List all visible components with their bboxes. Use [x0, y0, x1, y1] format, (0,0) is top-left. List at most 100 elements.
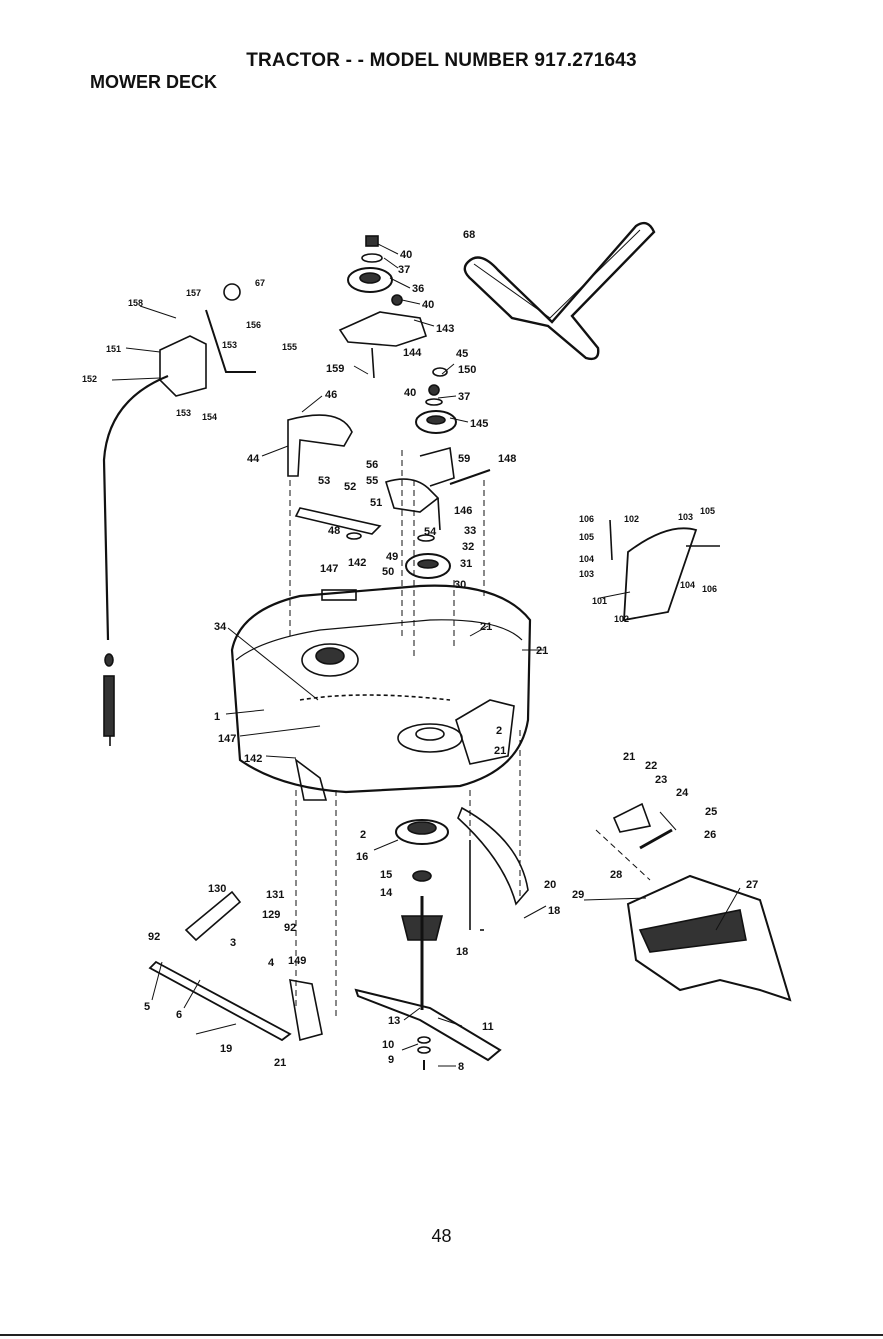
lift-link-6 [148, 960, 292, 1042]
pulley-31 [405, 553, 451, 579]
callout-67: 67 [255, 278, 265, 288]
callout-106: 106 [579, 514, 594, 524]
callout-34: 34 [214, 621, 227, 633]
callout-36: 36 [412, 283, 424, 295]
callout-104: 104 [579, 554, 594, 564]
spring-cable [103, 675, 115, 737]
page-number: 48 [431, 1226, 452, 1246]
callout-130: 130 [208, 883, 226, 895]
callout-26: 26 [704, 829, 716, 841]
callout-59: 59 [458, 453, 470, 465]
belt-68 [463, 221, 656, 361]
callout-37: 37 [398, 264, 410, 276]
callout-37: 37 [458, 391, 470, 403]
section-title: MOWER DECK [90, 72, 217, 92]
callout-153: 153 [176, 408, 191, 418]
callout-144: 144 [403, 347, 422, 359]
callout-18: 18 [456, 946, 468, 958]
callout-105: 105 [700, 506, 715, 516]
callout-159: 159 [326, 363, 344, 375]
cable-152 [102, 374, 169, 641]
callout-48: 48 [328, 525, 340, 537]
callout-103: 103 [579, 569, 594, 579]
callout-29: 29 [572, 889, 584, 901]
callout-4: 4 [268, 957, 275, 969]
callout-2: 2 [496, 725, 502, 737]
callout-157: 157 [186, 288, 201, 298]
callout-22: 22 [645, 760, 657, 772]
callout-23: 23 [655, 774, 667, 786]
callout-52: 52 [344, 481, 356, 493]
callout-10: 10 [382, 1039, 394, 1051]
mower-deck-1 [230, 584, 532, 794]
callout-27: 27 [746, 879, 758, 891]
callout-8: 8 [458, 1061, 464, 1073]
callout-13: 13 [388, 1015, 400, 1027]
belt-guard-44 [287, 414, 353, 477]
callout-153: 153 [222, 340, 237, 350]
callout-21: 21 [494, 745, 506, 757]
callout-11: 11 [482, 1021, 494, 1033]
callout-25: 25 [705, 806, 717, 818]
callout-2: 2 [360, 829, 366, 841]
callout-147: 147 [218, 733, 236, 745]
callout-18: 18 [548, 905, 560, 917]
callout-102: 102 [614, 614, 629, 624]
lift-bracket-151 [159, 335, 207, 397]
callout-24: 24 [676, 787, 689, 799]
callout-152: 152 [82, 374, 97, 384]
callout-129: 129 [262, 909, 280, 921]
callout-40: 40 [422, 299, 434, 311]
callout-151: 151 [106, 344, 121, 354]
discharge-chute-27 [626, 874, 792, 1002]
pulley-36 [347, 267, 393, 293]
callout-1: 1 [214, 711, 220, 723]
nut-40-top [365, 235, 379, 247]
callout-21: 21 [536, 645, 548, 657]
callout-92: 92 [148, 931, 160, 943]
callout-56: 56 [366, 459, 378, 471]
callout-6: 6 [176, 1009, 182, 1021]
callout-40: 40 [404, 387, 416, 399]
callout-21: 21 [480, 621, 492, 633]
callout-49: 49 [386, 551, 398, 563]
deck-spindle-left [301, 643, 359, 677]
callout-105: 105 [579, 532, 594, 542]
callout-149: 149 [288, 955, 306, 967]
callout-19: 19 [220, 1043, 232, 1055]
callout-50: 50 [382, 566, 394, 578]
callout-158: 158 [128, 298, 143, 308]
idler-bracket-143 [338, 311, 428, 347]
callout-142: 142 [348, 557, 366, 569]
page-bottom-rule [0, 1334, 883, 1336]
callout-155: 155 [282, 342, 297, 352]
callout-143: 143 [436, 323, 454, 335]
callout-30: 30 [454, 579, 466, 591]
blade-11 [354, 988, 502, 1062]
callout-148: 148 [498, 453, 516, 465]
callout-101: 101 [592, 596, 607, 606]
callout-102: 102 [624, 514, 639, 524]
callout-14: 14 [380, 887, 393, 899]
callout-131: 131 [266, 889, 284, 901]
callout-53: 53 [318, 475, 330, 487]
callout-5: 5 [144, 1001, 150, 1013]
callout-68: 68 [463, 229, 475, 241]
callout-46: 46 [325, 389, 337, 401]
diagram-title: TRACTOR - - MODEL NUMBER 917.271643 [246, 50, 637, 71]
idler-arm-55 [385, 478, 440, 513]
callout-103: 103 [678, 512, 693, 522]
callout-3: 3 [230, 937, 236, 949]
callout-32: 32 [462, 541, 474, 553]
callout-21: 21 [623, 751, 635, 763]
callout-142: 142 [244, 753, 262, 765]
callout-15: 15 [380, 869, 392, 881]
callout-21: 21 [274, 1057, 286, 1069]
callout-44: 44 [247, 453, 260, 465]
callout-33: 33 [464, 525, 476, 537]
callout-147: 147 [320, 563, 338, 575]
callout-20: 20 [544, 879, 556, 891]
callout-16: 16 [356, 851, 368, 863]
callout-104: 104 [680, 580, 695, 590]
